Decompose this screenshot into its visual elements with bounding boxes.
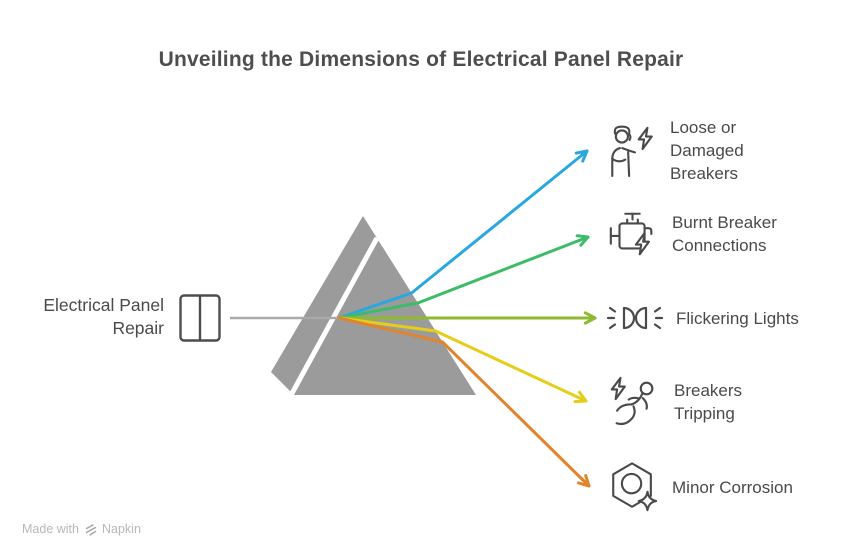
item-label: Burnt Breaker Connections xyxy=(672,213,777,255)
electrical-panel-icon xyxy=(179,294,221,342)
napkin-logo-icon xyxy=(85,523,97,536)
spectrum-arrowhead xyxy=(574,149,589,163)
item-label: Loose or Damaged Breakers xyxy=(670,117,744,183)
list-item-loose-or-damaged-breakers: Loose or Damaged Breakers xyxy=(606,114,782,186)
item-label: Breakers Tripping xyxy=(674,381,743,423)
spectrum-arrow-loose-or-damaged-breakers xyxy=(337,149,589,320)
list-item-burnt-breaker-connections: Burnt Breaker Connections xyxy=(606,204,800,264)
hexagon-sparkle-icon xyxy=(612,462,658,512)
spectrum-arrow-burnt-breaker-connections xyxy=(337,235,590,320)
watermark-brand: Napkin xyxy=(101,522,141,536)
person-tripping-lightning-icon xyxy=(610,376,654,426)
spectrum-arrowhead xyxy=(577,474,591,488)
spectrum-arrow-minor-corrosion xyxy=(337,316,591,488)
person-with-lightning-icon xyxy=(611,125,653,178)
spectrum-arrowhead xyxy=(575,234,590,247)
spectrum-arrow-breakers-tripping xyxy=(337,316,588,403)
list-item-minor-corrosion: Minor Corrosion xyxy=(606,457,793,517)
list-item-breakers-tripping: Breakers Tripping xyxy=(606,372,766,432)
item-label: Minor Corrosion xyxy=(672,477,793,497)
spectrum-arrowhead xyxy=(583,311,597,325)
watermark: Made with Napkin xyxy=(22,522,141,536)
spectrum-arrowhead xyxy=(573,390,588,404)
source-label: Electrical Panel Repair xyxy=(43,295,164,338)
list-item-flickering-lights: Flickering Lights xyxy=(606,288,799,348)
engine-lightning-icon xyxy=(609,212,653,256)
flickering-headlights-icon xyxy=(606,306,664,330)
watermark-prefix: Made with xyxy=(22,522,79,536)
item-label: Flickering Lights xyxy=(676,308,799,328)
diagram-title: Unveiling the Dimensions of Electrical P… xyxy=(158,48,684,71)
